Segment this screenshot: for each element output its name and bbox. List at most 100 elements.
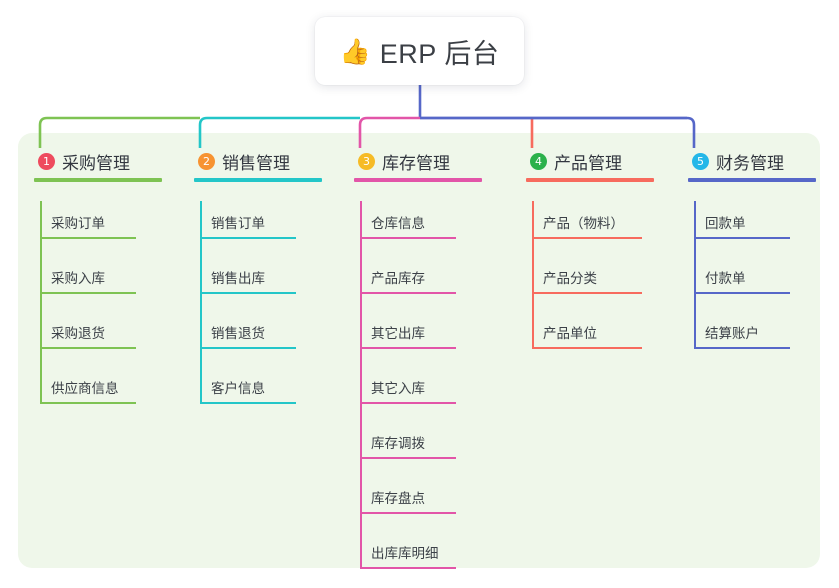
list-item-label: 回款单 xyxy=(705,216,746,231)
list-item-label: 库存盘点 xyxy=(371,491,425,506)
list-item-underline xyxy=(360,512,456,514)
column-1: 1 采购管理采购订单采购入库采购退货供应商信息 xyxy=(18,143,178,421)
column-title-1: 采购管理 xyxy=(62,153,130,173)
list-item[interactable]: 仓库信息 xyxy=(338,201,498,256)
list-item[interactable]: 出库库明细 xyxy=(338,531,498,586)
list-item[interactable]: 采购退货 xyxy=(18,311,178,366)
column-header-3[interactable]: 3 库存管理 xyxy=(338,143,498,182)
list-item-label: 销售退货 xyxy=(211,326,265,341)
column-underline-5 xyxy=(688,178,816,182)
list-item-underline xyxy=(360,347,456,349)
list-item-underline xyxy=(694,347,790,349)
list-item-underline xyxy=(200,402,296,404)
list-item-underline xyxy=(40,347,136,349)
list-item-label: 仓库信息 xyxy=(371,216,425,231)
column-title-4: 产品管理 xyxy=(554,153,622,173)
column-underline-4 xyxy=(526,178,654,182)
list-item-label: 采购订单 xyxy=(51,216,105,231)
list-item-label: 出库库明细 xyxy=(371,546,439,561)
column-spine-3 xyxy=(360,201,362,567)
list-item-label: 其它入库 xyxy=(371,381,425,396)
list-item[interactable]: 采购订单 xyxy=(18,201,178,256)
column-underline-2 xyxy=(194,178,322,182)
list-item[interactable]: 产品单位 xyxy=(510,311,670,366)
list-item-underline xyxy=(40,292,136,294)
item-list-5: 回款单付款单结算账户 xyxy=(672,201,832,366)
list-item[interactable]: 结算账户 xyxy=(672,311,832,366)
column-spine-5 xyxy=(694,201,696,347)
list-item-label: 产品库存 xyxy=(371,271,425,286)
list-item-underline xyxy=(360,292,456,294)
list-item[interactable]: 产品库存 xyxy=(338,256,498,311)
list-item-label: 库存调拨 xyxy=(371,436,425,451)
column-badge-1: 1 xyxy=(38,152,55,170)
list-item-underline xyxy=(200,292,296,294)
thumbs-up-icon: 👍 xyxy=(339,37,371,66)
list-item-underline xyxy=(200,347,296,349)
list-item-underline xyxy=(694,292,790,294)
list-item-underline xyxy=(532,292,642,294)
column-badge-5: 5 xyxy=(692,152,709,170)
column-spine-4 xyxy=(532,201,534,347)
list-item-underline xyxy=(360,402,456,404)
column-underline-3 xyxy=(354,178,482,182)
list-item[interactable]: 付款单 xyxy=(672,256,832,311)
list-item[interactable]: 采购入库 xyxy=(18,256,178,311)
list-item[interactable]: 库存盘点 xyxy=(338,476,498,531)
list-item-underline xyxy=(40,402,136,404)
list-item-label: 产品单位 xyxy=(543,326,597,341)
list-item[interactable]: 产品分类 xyxy=(510,256,670,311)
list-item[interactable]: 其它出库 xyxy=(338,311,498,366)
column-underline-1 xyxy=(34,178,162,182)
list-item-label: 销售订单 xyxy=(211,216,265,231)
list-item-underline xyxy=(360,237,456,239)
list-item[interactable]: 库存调拨 xyxy=(338,421,498,476)
column-badge-4: 4 xyxy=(530,152,547,170)
list-item-underline xyxy=(40,237,136,239)
list-item-label: 产品分类 xyxy=(543,271,597,286)
column-title-2: 销售管理 xyxy=(222,153,290,173)
list-item-label: 产品（物料） xyxy=(543,216,624,231)
list-item-label: 销售出库 xyxy=(211,271,265,286)
list-item-label: 其它出库 xyxy=(371,326,425,341)
diagram-panel xyxy=(18,133,820,568)
list-item-label: 付款单 xyxy=(705,271,746,286)
column-header-1[interactable]: 1 采购管理 xyxy=(18,143,178,182)
list-item[interactable]: 销售订单 xyxy=(178,201,338,256)
list-item-underline xyxy=(200,237,296,239)
list-item-underline xyxy=(360,457,456,459)
list-item[interactable]: 其它入库 xyxy=(338,366,498,421)
item-list-2: 销售订单销售出库销售退货客户信息 xyxy=(178,201,338,421)
list-item[interactable]: 销售退货 xyxy=(178,311,338,366)
column-2: 2 销售管理销售订单销售出库销售退货客户信息 xyxy=(178,143,338,421)
list-item[interactable]: 供应商信息 xyxy=(18,366,178,421)
list-item-label: 结算账户 xyxy=(705,326,759,341)
column-badge-2: 2 xyxy=(198,152,215,170)
column-header-4[interactable]: 4 产品管理 xyxy=(510,143,670,182)
column-spine-2 xyxy=(200,201,202,402)
column-badge-3: 3 xyxy=(358,152,375,170)
column-spine-1 xyxy=(40,201,42,402)
list-item[interactable]: 销售出库 xyxy=(178,256,338,311)
list-item-underline xyxy=(360,567,456,569)
column-3: 3 库存管理仓库信息产品库存其它出库其它入库库存调拨库存盘点出库库明细 xyxy=(338,143,498,586)
list-item[interactable]: 产品（物料） xyxy=(510,201,670,256)
list-item[interactable]: 客户信息 xyxy=(178,366,338,421)
list-item-label: 客户信息 xyxy=(211,381,265,396)
list-item[interactable]: 回款单 xyxy=(672,201,832,256)
list-item-label: 采购入库 xyxy=(51,271,105,286)
root-node-title: ERP 后台 xyxy=(379,38,500,69)
list-item-underline xyxy=(532,347,642,349)
list-item-label: 采购退货 xyxy=(51,326,105,341)
item-list-1: 采购订单采购入库采购退货供应商信息 xyxy=(18,201,178,421)
list-item-label: 供应商信息 xyxy=(51,381,119,396)
column-4: 4 产品管理产品（物料） 产品分类产品单位 xyxy=(510,143,670,366)
column-title-3: 库存管理 xyxy=(382,153,450,173)
item-list-3: 仓库信息产品库存其它出库其它入库库存调拨库存盘点出库库明细 xyxy=(338,201,498,586)
list-item-underline xyxy=(694,237,790,239)
root-node-card[interactable]: 👍 ERP 后台 xyxy=(315,17,524,85)
column-header-2[interactable]: 2 销售管理 xyxy=(178,143,338,182)
